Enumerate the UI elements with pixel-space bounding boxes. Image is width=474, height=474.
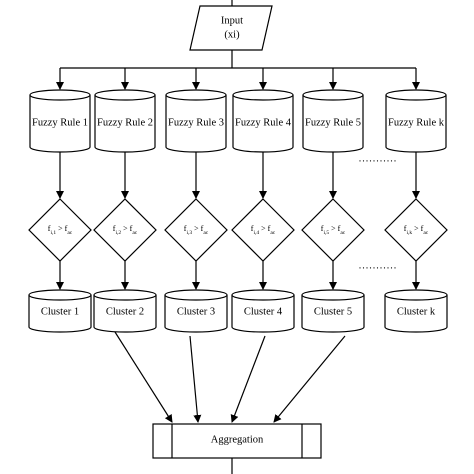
- condition-text: f: [337, 224, 341, 234]
- condition-6-label: fi,k>fac: [404, 224, 428, 236]
- fuzzy-rule-2-label: Fuzzy Rule 2: [97, 117, 153, 129]
- arrow-cluster-to-aggregation-1: [114, 331, 173, 423]
- condition-text: f: [47, 224, 51, 234]
- cluster-6-cylinder: [384, 289, 448, 333]
- condition-1-diamond: [28, 198, 92, 262]
- cluster-6-label: Cluster k: [396, 306, 436, 318]
- condition-subscript: i,3: [186, 229, 193, 236]
- ellipsis-rules: ...........: [358, 153, 398, 165]
- connectors: [56, 0, 420, 474]
- condition-subscript: ac: [203, 229, 209, 236]
- condition-text: f: [267, 224, 271, 234]
- condition-subscript: i,k: [406, 229, 413, 236]
- cluster-3-cylinder: [164, 289, 228, 333]
- condition-text: f: [200, 224, 204, 234]
- condition-subscript: i,2: [115, 229, 122, 236]
- fuzzy-rule-1-label: Fuzzy Rule 1: [32, 117, 88, 129]
- condition-text: >: [123, 224, 128, 234]
- condition-subscript: ac: [270, 229, 276, 236]
- fuzzy-rule-4-label: Fuzzy Rule 4: [235, 117, 291, 129]
- condition-text: f: [64, 224, 68, 234]
- condition-subscript: i,5: [323, 229, 330, 236]
- shapes: [28, 5, 448, 459]
- condition-subscript: i,4: [253, 229, 260, 236]
- condition-subscript: ac: [340, 229, 346, 236]
- condition-text: f: [250, 224, 254, 234]
- condition-text: f: [112, 224, 116, 234]
- fuzzy-rule-4-cylinder: [232, 89, 294, 153]
- condition-subscript: ac: [423, 229, 429, 236]
- cluster-4-label: Cluster 4: [243, 306, 283, 318]
- fuzzy-rule-3-cylinder: [165, 89, 227, 153]
- fuzzy-rule-5-cylinder: [302, 89, 364, 153]
- arrow-cluster-to-aggregation-4: [273, 335, 346, 423]
- fuzzy-rule-1-cylinder: [29, 89, 91, 153]
- condition-3-label: fi,3>fac: [184, 224, 208, 236]
- cluster-2-label: Cluster 2: [105, 306, 145, 318]
- condition-text: f: [403, 224, 407, 234]
- condition-text: >: [194, 224, 199, 234]
- condition-subscript: ac: [132, 229, 138, 236]
- condition-2-label: fi,2>fac: [113, 224, 137, 236]
- fuzzy-rule-6-label: Fuzzy Rule k: [388, 117, 444, 129]
- fuzzy-rule-3-label: Fuzzy Rule 3: [168, 117, 224, 129]
- cluster-5-cylinder: [301, 289, 365, 333]
- condition-subscript: i,1: [50, 229, 57, 236]
- condition-text: >: [414, 224, 419, 234]
- input-label: Input: [220, 15, 244, 27]
- fuzzy-rule-2-cylinder: [94, 89, 156, 153]
- condition-5-diamond: [301, 198, 365, 262]
- arrow-cluster-to-aggregation-2: [189, 335, 202, 423]
- condition-text: f: [420, 224, 424, 234]
- arrow-cluster-to-aggregation-3: [230, 335, 266, 423]
- input-parallelogram: [189, 5, 273, 51]
- input-sub-label: (xi): [224, 29, 240, 41]
- fuzzy-rule-5-label: Fuzzy Rule 5: [305, 117, 361, 129]
- condition-2-diamond: [93, 198, 157, 262]
- condition-text: f: [320, 224, 324, 234]
- condition-subscript: ac: [67, 229, 73, 236]
- cluster-2-cylinder: [93, 289, 157, 333]
- condition-4-diamond: [231, 198, 295, 262]
- fuzzy-rule-6-cylinder: [385, 89, 447, 153]
- cluster-1-label: Cluster 1: [40, 306, 80, 318]
- cluster-3-label: Cluster 3: [176, 306, 216, 318]
- condition-text: f: [129, 224, 133, 234]
- cluster-1-cylinder: [28, 289, 92, 333]
- condition-text: >: [261, 224, 266, 234]
- aggregation-label: Aggregation: [210, 434, 264, 446]
- condition-4-label: fi,4>fac: [251, 224, 275, 236]
- condition-text: >: [331, 224, 336, 234]
- ellipsis-conditions: ...........: [358, 260, 398, 272]
- condition-6-diamond: [384, 198, 448, 262]
- condition-3-diamond: [164, 198, 228, 262]
- condition-text: f: [183, 224, 187, 234]
- aggregation-box: [152, 423, 322, 459]
- condition-text: >: [58, 224, 63, 234]
- cluster-4-cylinder: [231, 289, 295, 333]
- condition-1-label: fi,1>fac: [48, 224, 72, 236]
- cluster-5-label: Cluster 5: [313, 306, 353, 318]
- condition-5-label: fi,5>fac: [321, 224, 345, 236]
